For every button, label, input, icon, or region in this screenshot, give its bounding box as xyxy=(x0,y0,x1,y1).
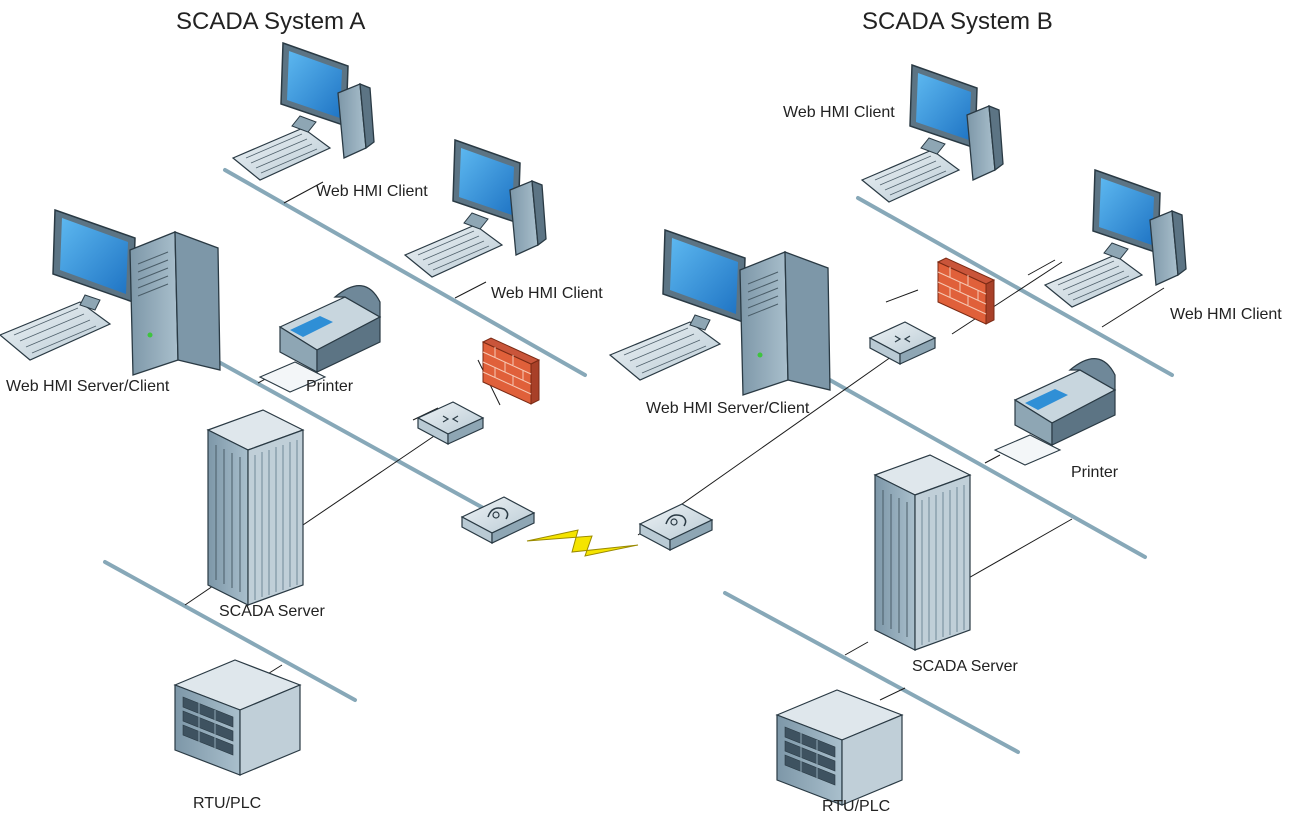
label-web-hmi-client-b2: Web HMI Client xyxy=(1170,306,1282,323)
scada-server-b-icon xyxy=(874,454,971,651)
label-web-hmi-server-client-b: Web HMI Server/Client xyxy=(646,400,810,417)
router-a-icon xyxy=(417,401,484,445)
router-b-icon xyxy=(869,321,936,365)
printer-a-icon xyxy=(259,285,381,393)
web-hmi-server-client-b-icon xyxy=(609,229,831,396)
label-scada-server-a: SCADA Server xyxy=(219,603,325,620)
label-web-hmi-server-client-a: Web HMI Server/Client xyxy=(6,378,170,395)
web-hmi-client-b2-icon xyxy=(1044,169,1187,308)
scada-server-a-icon xyxy=(207,409,304,606)
firewall-a-icon xyxy=(482,337,540,405)
rtu-plc-a-icon xyxy=(174,659,301,776)
lightning-link-icon xyxy=(526,529,639,557)
label-scada-server-b: SCADA Server xyxy=(912,658,1018,675)
label-web-hmi-client-a2: Web HMI Client xyxy=(491,285,603,302)
label-rtu-plc-b: RTU/PLC xyxy=(822,798,891,815)
lan-backbones xyxy=(103,168,1174,754)
rtu-plc-b-icon xyxy=(776,689,903,806)
label-printer-b: Printer xyxy=(1071,464,1119,481)
web-hmi-client-a1-icon xyxy=(232,42,375,181)
system-a-title: SCADA System A xyxy=(176,8,366,35)
label-rtu-plc-a: RTU/PLC xyxy=(193,795,262,812)
modem-b-icon xyxy=(639,503,713,551)
web-hmi-client-b1-icon xyxy=(861,64,1004,203)
label-web-hmi-client-a1: Web HMI Client xyxy=(316,183,428,200)
printer-b-icon xyxy=(994,358,1116,466)
system-b-title: SCADA System B xyxy=(862,8,1053,35)
label-web-hmi-client-b1: Web HMI Client xyxy=(783,104,895,121)
label-printer-a: Printer xyxy=(306,378,354,395)
web-hmi-server-client-a-icon xyxy=(0,209,221,376)
web-hmi-client-a2-icon xyxy=(404,139,547,278)
